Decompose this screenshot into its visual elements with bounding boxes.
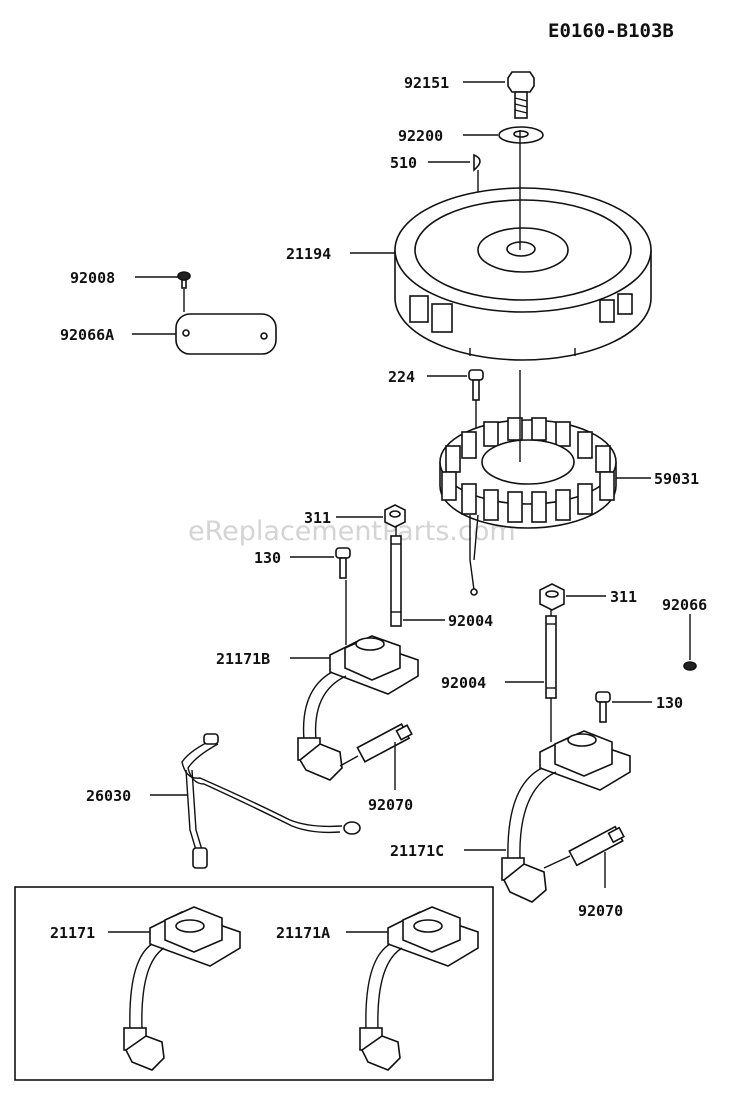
bolt-92151[interactable] (507, 71, 535, 119)
diagram-code: E0160-B103B (548, 20, 674, 42)
label-92066: 92066 (662, 596, 707, 614)
key-510[interactable] (473, 153, 481, 172)
label-311-left: 311 (304, 509, 331, 527)
label-92070-right: 92070 (578, 902, 623, 920)
label-224: 224 (388, 368, 415, 386)
label-92004-right: 92004 (441, 674, 486, 692)
bolt-130-left[interactable] (335, 547, 351, 579)
coil-21171[interactable] (123, 906, 241, 1071)
label-92066A: 92066A (60, 326, 114, 344)
label-92200: 92200 (398, 127, 443, 145)
label-21171B: 21171B (216, 650, 270, 668)
watermark: eReplacementParts.com (188, 516, 516, 547)
screw-92008[interactable] (177, 271, 191, 289)
label-21194: 21194 (286, 245, 331, 263)
nut-311-right[interactable] (539, 583, 565, 611)
coil-21171B[interactable] (297, 635, 419, 781)
stud-92004-left[interactable] (390, 535, 402, 627)
stud-92004-right[interactable] (545, 615, 557, 699)
label-92004-left: 92004 (448, 612, 493, 630)
spark-plug-92070-right[interactable] (543, 825, 625, 869)
alternate-coils-box (14, 886, 494, 1081)
coil-21171C[interactable] (501, 730, 631, 903)
label-92070-left: 92070 (368, 796, 413, 814)
label-130-right: 130 (656, 694, 683, 712)
nut-311-left[interactable] (384, 504, 406, 528)
label-510: 510 (390, 154, 417, 172)
bolt-130-right[interactable] (595, 691, 611, 723)
grommet-92066[interactable] (683, 661, 697, 671)
label-26030: 26030 (86, 787, 131, 805)
spark-plug-92070-left[interactable] (339, 723, 413, 767)
harness-26030[interactable] (181, 733, 361, 869)
label-21171A: 21171A (276, 924, 330, 942)
plate-92066A[interactable] (175, 313, 277, 355)
flywheel-21194[interactable] (394, 187, 652, 361)
washer-92200[interactable] (498, 126, 544, 144)
label-21171C: 21171C (390, 842, 444, 860)
bolt-224[interactable] (468, 369, 484, 401)
label-311-right: 311 (610, 588, 637, 606)
label-130-left: 130 (254, 549, 281, 567)
label-92008: 92008 (70, 269, 115, 287)
coil-21171A[interactable] (359, 906, 479, 1071)
stator-59031[interactable] (439, 417, 617, 596)
label-59031: 59031 (654, 470, 699, 488)
label-21171: 21171 (50, 924, 95, 942)
label-92151: 92151 (404, 74, 449, 92)
